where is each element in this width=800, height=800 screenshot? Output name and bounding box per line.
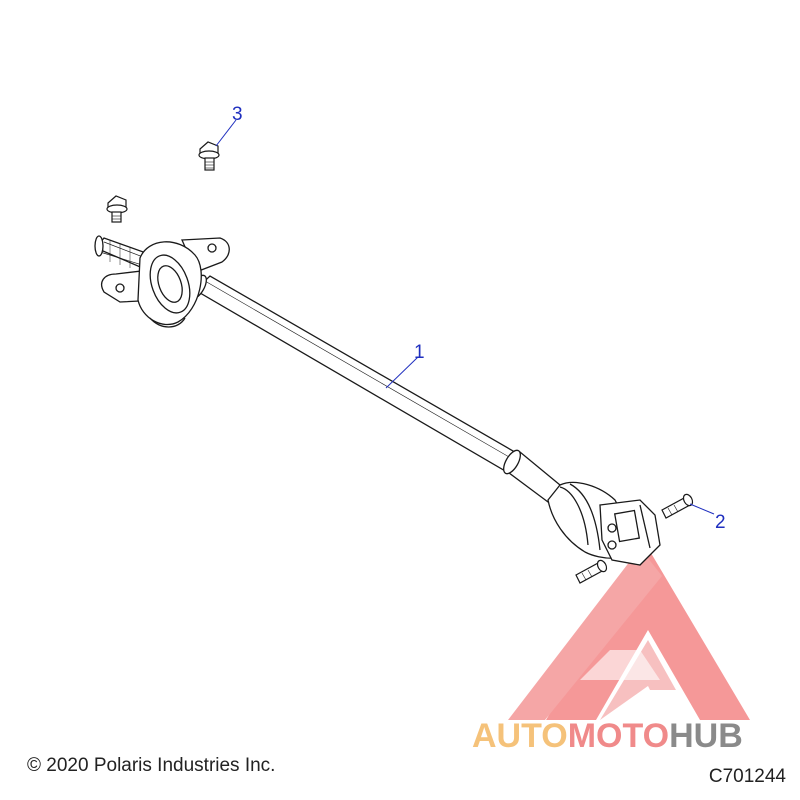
copyright-notice: © 2020 Polaris Industries Inc. — [27, 755, 276, 776]
bearing-carrier — [94, 235, 230, 328]
watermark-text-moto: MOTO — [567, 717, 670, 755]
drive-shaft — [189, 274, 661, 566]
leader-line-1 — [385, 356, 419, 389]
bolt-icon — [661, 493, 694, 519]
leader-line-3 — [215, 119, 237, 147]
callout-3: 3 — [232, 104, 243, 125]
watermark-text-auto: AUTO — [472, 717, 568, 755]
bolt-icon — [106, 195, 128, 223]
leader-line-2 — [689, 503, 715, 515]
figure-code: C701244 — [708, 766, 786, 787]
watermark-text-hub: HUB — [669, 717, 743, 755]
callout-2: 2 — [715, 512, 726, 533]
bolt-icon — [198, 141, 220, 171]
bolt-icon — [575, 559, 608, 584]
callout-1: 1 — [414, 342, 425, 363]
leader-lines — [215, 119, 715, 515]
watermark-logo-icon — [508, 548, 750, 720]
watermark-text: AUTOMOTOHUB — [472, 716, 743, 756]
